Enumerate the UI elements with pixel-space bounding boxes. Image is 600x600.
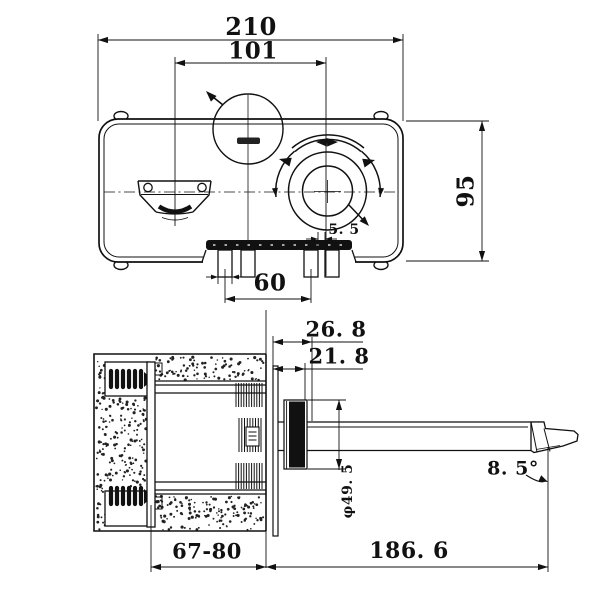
escutcheon-section xyxy=(283,399,308,470)
dim-spout-reach: 186. 6 xyxy=(369,538,449,564)
spout-tip xyxy=(530,421,579,454)
front-view xyxy=(98,92,404,278)
trim-plate-section xyxy=(272,365,279,537)
logo-mark xyxy=(237,137,260,144)
dimension-arrowheads xyxy=(98,36,548,571)
dim-plate-height: 95 xyxy=(452,174,480,208)
mounting-bar xyxy=(201,240,357,265)
spout-section xyxy=(278,421,579,454)
valve-mounting-plate xyxy=(146,361,163,528)
wall-outline xyxy=(93,353,266,532)
inlet-fittings xyxy=(104,361,153,527)
dim-projection-trim: 21. 8 xyxy=(308,343,370,369)
dim-plate-width: 210 xyxy=(225,12,277,41)
threaded-valve-sections xyxy=(235,383,263,489)
section-view xyxy=(93,353,579,537)
screw-right xyxy=(197,182,207,193)
section-view-dimensions xyxy=(150,310,549,572)
coil-connectors xyxy=(108,368,144,507)
valve-label-box xyxy=(245,426,260,447)
dim-inlet-spacing: 60 xyxy=(253,269,287,297)
inlet-legs xyxy=(217,249,340,278)
screw-left xyxy=(143,182,153,193)
wall-hatch-stipple xyxy=(95,355,265,531)
dim-leg-gap: 5. 5 xyxy=(328,222,360,238)
supply-pipes xyxy=(155,380,266,495)
dim-escutcheon-dia: φ49. 5 xyxy=(340,463,356,519)
dim-wall-depth-range: 67-80 xyxy=(172,538,242,564)
dim-spout-angle: 8. 5° xyxy=(487,457,539,480)
dim-spout-to-handle: 101 xyxy=(228,37,278,65)
dim-projection-outer: 26. 8 xyxy=(305,316,367,342)
